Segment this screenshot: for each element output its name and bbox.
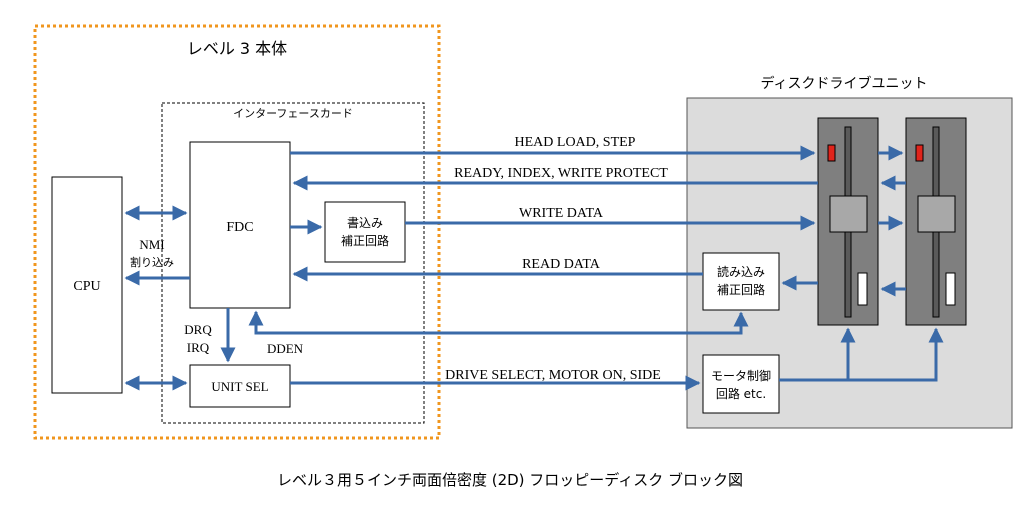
interface-card-frame <box>161 102 425 424</box>
main-unit-title: レベル 3 本体 <box>187 39 287 58</box>
write-comp-label-2: 補正回路 <box>341 233 389 248</box>
read-comp-label-1: 読み込み <box>717 264 765 279</box>
nmi-label: NMI <box>139 237 164 252</box>
motor-ctrl-label-1: モータ制御 <box>711 368 771 383</box>
write-comp-label-1: 書込み <box>347 216 383 230</box>
unit-sel-block <box>189 364 291 408</box>
drq-label: DRQ <box>184 322 212 337</box>
irq-label: IRQ <box>187 340 210 355</box>
motor-ctrl-label-2: 回路 etc. <box>716 386 766 401</box>
dden-arrow <box>248 310 749 335</box>
cpu-label: CPU <box>73 279 100 294</box>
unit-sel-label: UNIT SEL <box>211 379 268 394</box>
interrupt-label: 割り込み <box>130 255 174 269</box>
dden-label: DDEN <box>267 341 304 356</box>
floppy-drive-2 <box>905 117 967 326</box>
write-comp-block <box>324 201 406 263</box>
motor-ctrl-bus <box>779 327 944 382</box>
ready-label: READY, INDEX, WRITE PROTECT <box>454 166 668 181</box>
drive-1-led <box>827 144 836 162</box>
read-comp-block <box>702 252 780 311</box>
head-load-label: HEAD LOAD, STEP <box>515 135 636 150</box>
fdc-label: FDC <box>226 220 253 235</box>
cpu-block <box>51 176 123 394</box>
drive-2-led <box>915 144 924 162</box>
diagram-caption: レベル３用５インチ両面倍密度 (2D) フロッピーディスク ブロック図 <box>277 471 743 489</box>
read-comp-label-2: 補正回路 <box>717 282 765 297</box>
floppy-drive-1 <box>817 117 879 326</box>
interface-card-title: インターフェースカード <box>233 107 353 120</box>
drive-select-label: DRIVE SELECT, MOTOR ON, SIDE <box>445 368 661 383</box>
motor-ctrl-block <box>702 354 780 414</box>
write-data-label: WRITE DATA <box>519 206 604 221</box>
drive-unit-title: ディスクドライブユニット <box>760 75 927 92</box>
fdc-block <box>189 141 291 309</box>
read-data-label: READ DATA <box>522 257 601 272</box>
